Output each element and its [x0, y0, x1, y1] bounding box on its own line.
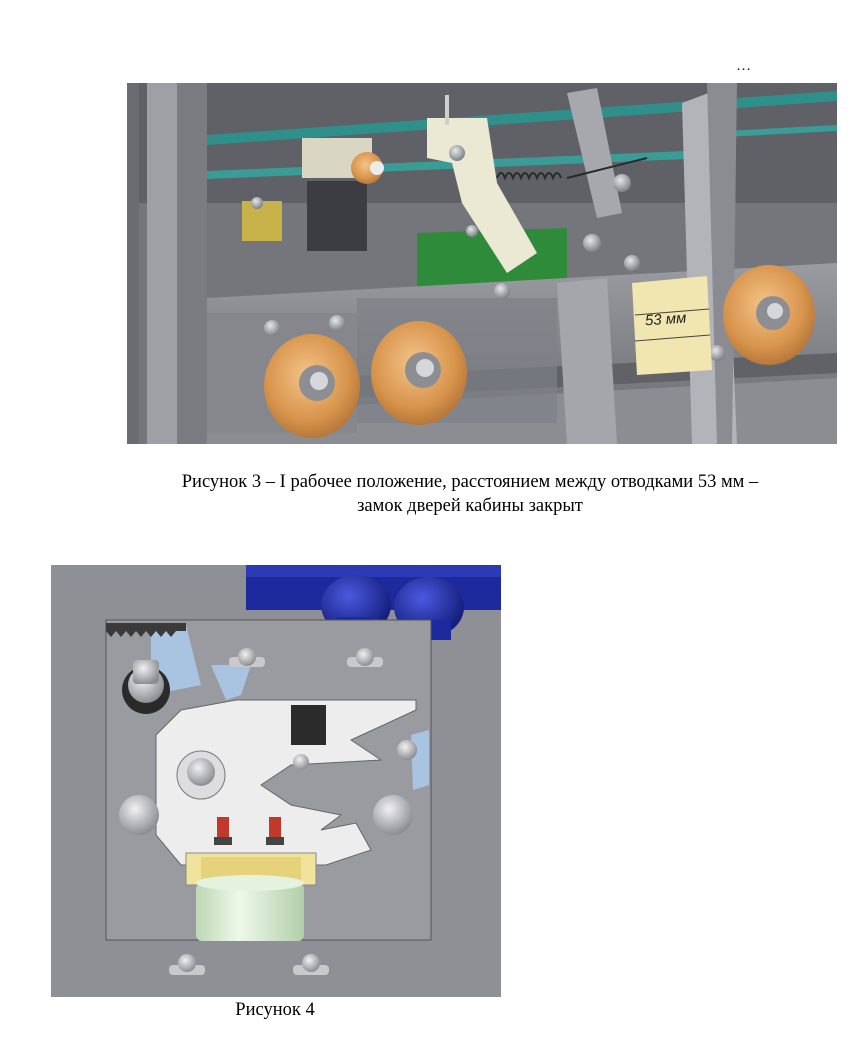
- figure-4-caption: Рисунок 4: [235, 1000, 315, 1020]
- figure-4-drawing: [51, 565, 501, 997]
- figure-3-caption-line-2: замок дверей кабины закрыт: [357, 496, 583, 516]
- figure-3-caption: Рисунок 3 – I рабочее положение, расстоя…: [130, 470, 810, 518]
- figure-4-lock-render: [51, 565, 501, 997]
- dimension-label: 53 мм: [644, 309, 687, 330]
- figure-3-drawing: [127, 83, 837, 444]
- page-number: …: [736, 58, 752, 74]
- figure-3-caption-line-1: Рисунок 3 – I рабочее положение, расстоя…: [181, 472, 759, 492]
- figure-3-mechanism-render: 53 мм: [127, 83, 837, 444]
